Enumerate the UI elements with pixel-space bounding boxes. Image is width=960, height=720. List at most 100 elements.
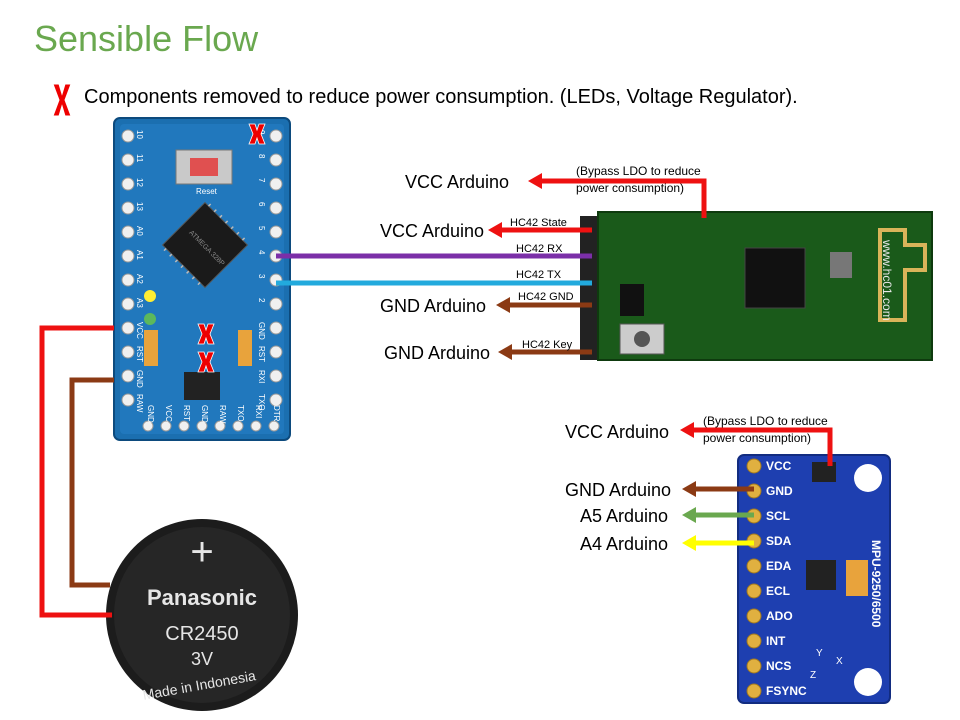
arduino-pin-label: VCC	[164, 405, 173, 422]
svg-text:+: +	[190, 530, 213, 574]
wires	[39, 253, 592, 618]
arduino-pin-label: 11	[135, 154, 144, 163]
arduino-pin-label: GND	[257, 322, 266, 340]
imu-pin-label: VCC	[766, 459, 792, 473]
arduino-pin	[121, 129, 135, 143]
svg-text:3V: 3V	[191, 649, 213, 669]
svg-text:A5 Arduino: A5 Arduino	[580, 506, 668, 526]
svg-text:VCC Arduino: VCC Arduino	[380, 221, 484, 241]
arduino-pin-label: 5	[257, 226, 266, 231]
svg-text:GND Arduino: GND Arduino	[384, 343, 490, 363]
imu-pin-label: EDA	[766, 559, 792, 573]
arduino-pin	[121, 369, 135, 383]
arduino-pin	[121, 393, 135, 407]
imu-pin-label: FSYNC	[766, 684, 807, 698]
imu-model: MPU-9250/6500	[869, 540, 883, 628]
removed-x-icon	[52, 83, 72, 117]
svg-text:HC42 State: HC42 State	[510, 217, 567, 229]
svg-text:VCC Arduino: VCC Arduino	[565, 422, 669, 442]
arduino-pin	[121, 201, 135, 215]
svg-text:HC42 RX: HC42 RX	[516, 243, 563, 255]
arduino-pin-label: 2	[257, 298, 266, 303]
imu-pin-label: NCS	[766, 659, 791, 673]
svg-text:power consumption): power consumption)	[576, 181, 684, 195]
imu-connections: VCC Arduino (Bypass LDO to reduce power …	[565, 414, 833, 554]
arduino-pin	[142, 420, 154, 432]
bt-silk: www.hc01.com	[880, 239, 894, 321]
regulator	[184, 372, 220, 400]
hc42-bluetooth-module: www.hc01.com	[580, 211, 933, 361]
removed-x-icon	[248, 123, 266, 145]
capacitor	[144, 330, 158, 366]
svg-text:HC42 GND: HC42 GND	[518, 291, 574, 303]
arduino-pin-label: GND	[146, 405, 155, 423]
arduino-pin-label: 10	[135, 130, 144, 139]
bt-vcc-label: VCC Arduino	[405, 172, 509, 192]
imu-pin-label: SCL	[766, 509, 790, 523]
arduino-pin-label: RST	[135, 346, 144, 362]
led-yellow	[144, 290, 156, 302]
imu-pin	[746, 583, 762, 599]
arduino-pin-label: TXO	[257, 394, 266, 410]
arduino-pin	[121, 345, 135, 359]
atmega-chip: ATMEGA 328P	[161, 201, 249, 289]
imu-pin-label: ECL	[766, 584, 790, 598]
arduino-pin-label: A2	[135, 274, 144, 284]
page-title: Sensible Flow	[34, 18, 259, 59]
arduino-pin	[250, 420, 262, 432]
svg-text:HC42 Key: HC42 Key	[522, 339, 573, 351]
capacitor	[238, 330, 252, 366]
arduino-pin-label: RST	[257, 346, 266, 362]
arduino-pin-label: 4	[257, 250, 266, 255]
arduino-pin-label: 8	[257, 154, 266, 159]
arduino-pin	[160, 420, 172, 432]
arduino-pin-label: RST	[182, 405, 191, 421]
arduino-pin-label: 7	[257, 178, 266, 183]
arduino-pin-label: RAW	[135, 394, 144, 413]
svg-text:A4 Arduino: A4 Arduino	[580, 534, 668, 554]
svg-text:(Bypass LDO to reduce: (Bypass LDO to reduce	[703, 414, 828, 428]
arduino-pin-label: GND	[135, 370, 144, 388]
arduino-pin-label: A3	[135, 298, 144, 308]
arduino-pin	[121, 273, 135, 287]
imu-pin	[746, 683, 762, 699]
arduino-pin	[121, 321, 135, 335]
arduino-pin-label: RXI	[257, 370, 266, 383]
arduino-pin	[214, 420, 226, 432]
reset-label: Reset	[196, 187, 218, 196]
arduino-pin	[269, 129, 283, 143]
arduino-pin	[269, 393, 283, 407]
arduino-pin-label: A1	[135, 250, 144, 260]
imu-pin	[746, 558, 762, 574]
led-green	[144, 313, 156, 325]
arduino-pin-label: VCC	[135, 322, 144, 339]
arduino-pin	[268, 420, 280, 432]
imu-pin	[746, 458, 762, 474]
svg-text:(Bypass LDO to reduce: (Bypass LDO to reduce	[576, 164, 701, 178]
arduino-pin	[232, 420, 244, 432]
arduino-pin	[269, 153, 283, 167]
battery-gnd-wire	[69, 377, 114, 588]
imu-pin	[746, 658, 762, 674]
arduino-pin	[269, 369, 283, 383]
svg-text:GND Arduino: GND Arduino	[565, 480, 671, 500]
arduino-pin	[178, 420, 190, 432]
imu-pin-label: SDA	[766, 534, 792, 548]
svg-text:power consumption): power consumption)	[703, 431, 811, 445]
arduino-pin	[121, 153, 135, 167]
imu-pin-label: GND	[766, 484, 793, 498]
imu-chip	[806, 560, 836, 590]
arduino-pin-label: 13	[135, 202, 144, 211]
imu-pin	[746, 633, 762, 649]
arduino-right-pin-row: 98765432GNDRSTRXITXO	[257, 129, 283, 410]
bt-chip	[744, 247, 806, 309]
svg-text:CR2450: CR2450	[165, 623, 238, 645]
arduino-pin	[121, 297, 135, 311]
cr2450-battery: + Panasonic CR2450 3V Made in Indonesia	[106, 519, 298, 711]
imu-pin-label: INT	[766, 634, 786, 648]
arduino-pin-label: GND	[200, 405, 209, 423]
